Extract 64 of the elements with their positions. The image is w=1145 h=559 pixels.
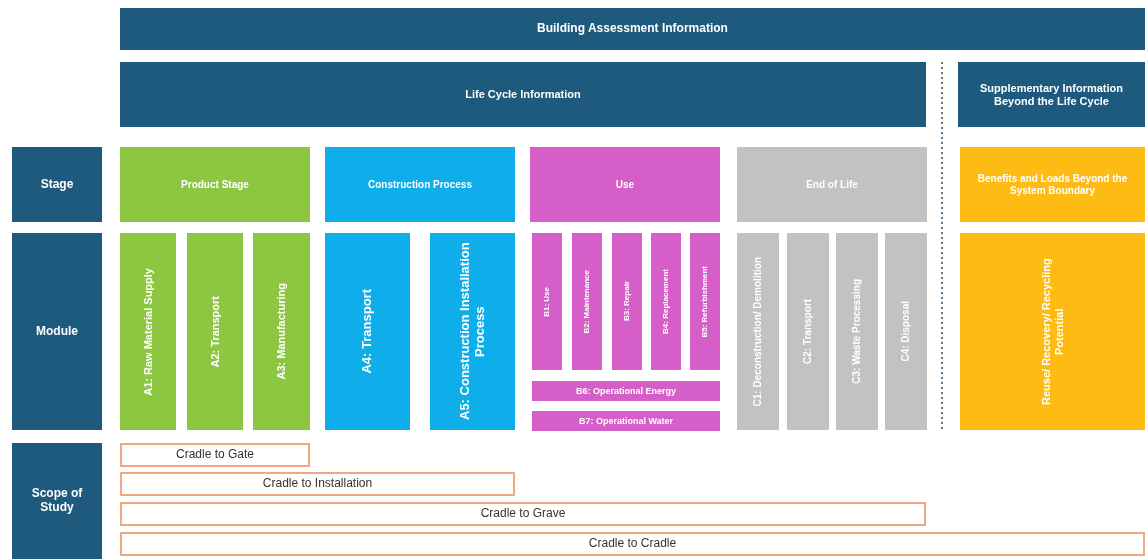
box-label: B2: Maintenance bbox=[582, 269, 592, 334]
box-label: Supplementary Information Beyond the Life Cycle bbox=[979, 81, 1124, 108]
header-box bbox=[958, 62, 1145, 127]
scope-bar bbox=[120, 502, 926, 526]
box-label: A4: Transport bbox=[360, 289, 375, 374]
header-box bbox=[737, 147, 927, 222]
header-box bbox=[532, 381, 720, 401]
box-label: Scope of Study bbox=[30, 487, 84, 515]
box-label: B7: Operational Water bbox=[578, 415, 674, 427]
box-label: A3: Manufacturing bbox=[275, 283, 288, 380]
module-box bbox=[325, 233, 410, 430]
scope-bar bbox=[120, 443, 310, 467]
header-box bbox=[12, 147, 102, 222]
box-label: C3: Waste Processing bbox=[851, 279, 863, 384]
module-box bbox=[787, 233, 829, 430]
module-box bbox=[572, 233, 602, 370]
module-box bbox=[187, 233, 243, 430]
box-label: Product Stage bbox=[181, 178, 249, 191]
box-label: End of Life bbox=[806, 178, 858, 191]
box-label: C1: Deconstruction/ Demolition bbox=[752, 256, 764, 407]
box-label: Life Cycle Information bbox=[465, 88, 581, 101]
box-label: A2: Transport bbox=[208, 295, 222, 368]
scope-label: Cradle to Gate bbox=[175, 448, 254, 462]
header-box bbox=[12, 233, 102, 430]
header-box bbox=[960, 147, 1145, 222]
module-box bbox=[253, 233, 310, 430]
module-box bbox=[532, 233, 562, 370]
module-box bbox=[430, 233, 515, 430]
box-label: Construction Process bbox=[368, 178, 472, 191]
box-label: A5: Construction Installation Process bbox=[457, 241, 488, 423]
module-box bbox=[690, 233, 720, 370]
header-box bbox=[120, 147, 310, 222]
box-label: B4: Replacement bbox=[661, 269, 671, 334]
scope-bar bbox=[120, 532, 1145, 556]
scope-label: Cradle to Installation bbox=[262, 477, 373, 491]
box-label: A1: Raw Material Supply bbox=[141, 267, 155, 396]
box-label: C2: Transport bbox=[802, 299, 814, 364]
header-box bbox=[120, 62, 926, 127]
header-box bbox=[325, 147, 515, 222]
box-label: Benefits and Loads Beyond the System Boundary bbox=[976, 173, 1129, 196]
header-box bbox=[120, 8, 1145, 50]
module-box bbox=[120, 233, 176, 430]
scope-label: Cradle to Cradle bbox=[588, 537, 677, 551]
scope-label: Cradle to Grave bbox=[480, 507, 566, 521]
module-box bbox=[612, 233, 642, 370]
header-box bbox=[12, 443, 102, 559]
header-box bbox=[532, 411, 720, 431]
module-box bbox=[885, 233, 927, 430]
box-label: Use bbox=[615, 178, 635, 191]
box-label: Building Assessment Information bbox=[537, 22, 728, 36]
box-label: C4: Disposal bbox=[900, 301, 912, 362]
box-label: B3: Repair bbox=[622, 281, 632, 322]
module-box bbox=[651, 233, 681, 370]
box-label: B1: Use bbox=[542, 286, 552, 317]
module-box bbox=[960, 233, 1145, 430]
module-box bbox=[737, 233, 779, 430]
scope-bar bbox=[120, 472, 515, 496]
module-box bbox=[836, 233, 878, 430]
box-label: Reuse/ Recovery/ Recycling Potential bbox=[1039, 257, 1066, 407]
box-label: Module bbox=[36, 324, 78, 339]
box-label: B6: Operational Energy bbox=[576, 385, 676, 397]
header-box bbox=[530, 147, 720, 222]
box-label: Stage bbox=[40, 177, 74, 192]
box-label: B5: Refurbishment bbox=[700, 265, 710, 338]
